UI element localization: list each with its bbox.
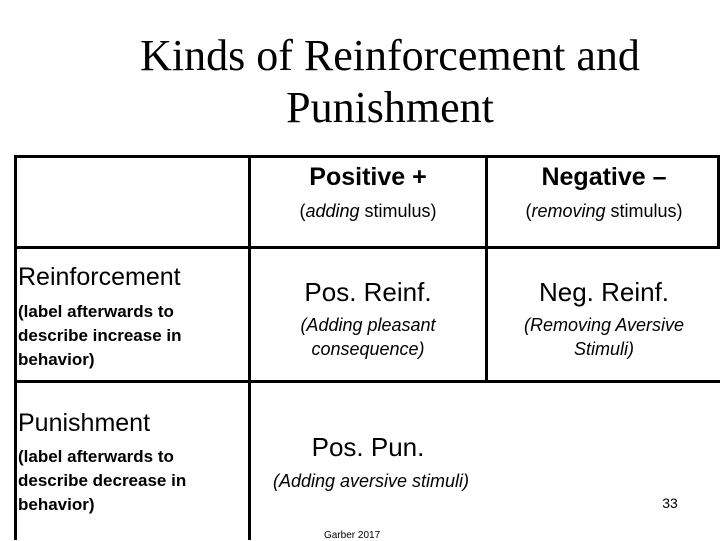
col-subheading-positive: (adding stimulus) — [299, 201, 437, 221]
col-subheading-positive-italic: adding — [305, 201, 360, 221]
col-subheading-negative-rest: stimulus) — [605, 201, 683, 221]
cell-neg-reinf-desc: (Removing Aversive Stimuli) — [523, 315, 685, 359]
table-right-border — [717, 155, 720, 248]
table-divider-header — [14, 246, 720, 249]
page-number: 33 — [662, 495, 678, 511]
slide-title-line-2: Punishment — [286, 83, 494, 132]
col-subheading-negative-italic: removing — [531, 201, 606, 221]
row-description-reinforcement: (label afterwards to describe increase i… — [18, 302, 182, 369]
row-heading-reinforcement: Reinforcement — [18, 263, 181, 291]
cell-pos-reinf-label: Pos. Reinf. — [304, 277, 432, 307]
slide-title: Kinds of Reinforcement and Punishment — [60, 30, 720, 134]
cell-neg-reinf-label: Neg. Reinf. — [538, 277, 670, 307]
cell-pos-pun-label: Pos. Pun. — [311, 432, 425, 462]
footer-credit: Garber 2017 — [324, 530, 381, 541]
table-top-border — [14, 155, 720, 158]
row-heading-punishment: Punishment — [18, 409, 151, 437]
table-left-border — [14, 155, 17, 540]
row-description-punishment: (label afterwards to describe decrease i… — [18, 447, 187, 514]
col-subheading-positive-rest: stimulus) — [359, 201, 437, 221]
col-heading-positive: Positive + — [309, 163, 427, 191]
slide-title-line-1: Kinds of Reinforcement and — [140, 31, 640, 80]
cell-pos-reinf-desc: (Adding pleasant consequence) — [300, 315, 436, 359]
col-subheading-negative: (removing stimulus) — [525, 201, 683, 221]
cell-pos-pun-desc: (Adding aversive stimuli) — [272, 471, 470, 491]
col-heading-negative: Negative – — [541, 163, 667, 191]
table-divider-rows — [14, 380, 720, 383]
table-col-divider-1 — [248, 155, 251, 540]
table-col-divider-2 — [485, 155, 488, 383]
